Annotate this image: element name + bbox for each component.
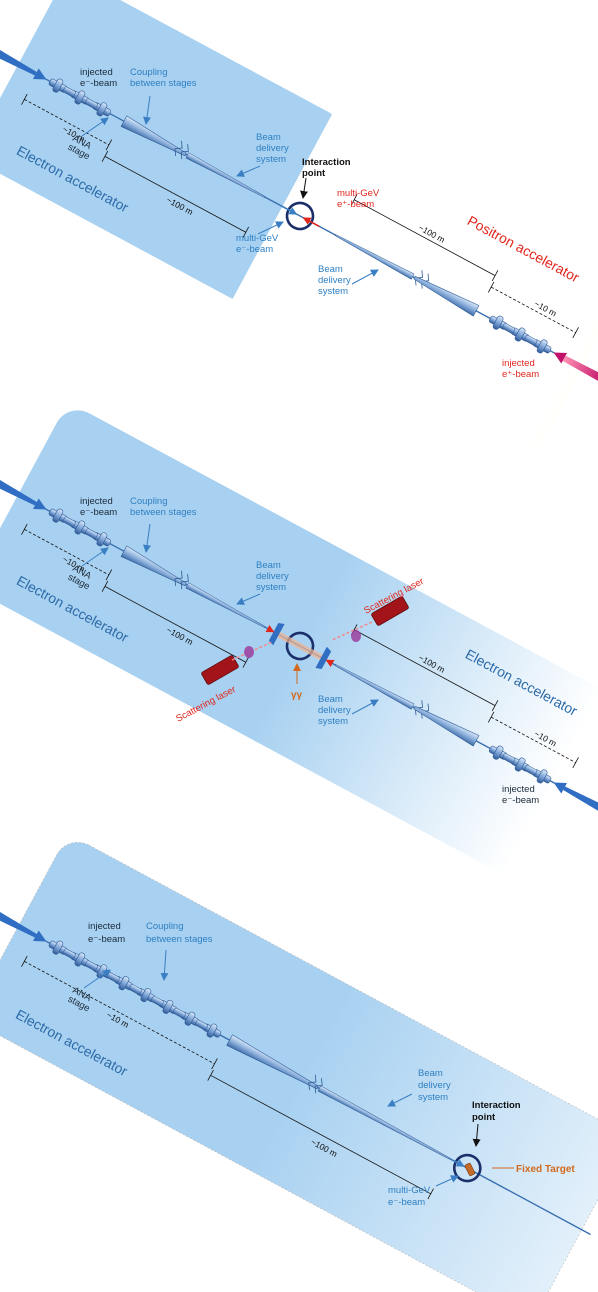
injected-beam-arrow xyxy=(0,48,37,76)
mirror-right xyxy=(315,646,332,670)
panel-collider-positron: ~10 m ~100 m ~100 m ~10 m Electron accel… xyxy=(0,0,598,452)
laser-bottom xyxy=(201,641,273,685)
panel-collider-gamma-gamma: ~10 m ~100 m ~100 m ~10 m Electron accel… xyxy=(0,410,598,882)
fixed-target-label: Fixed Target xyxy=(516,1164,575,1175)
mirror-left xyxy=(268,622,285,646)
electron-region xyxy=(0,842,598,1292)
lens-top xyxy=(351,630,361,642)
laser-top xyxy=(331,596,409,642)
lens-bottom xyxy=(244,646,254,658)
injected-positron-arrow xyxy=(562,355,598,384)
fixed-target-block xyxy=(464,1163,476,1176)
panel-fixed-target: ~10 m ~100 m Electron accelerator xyxy=(0,842,598,1292)
gamma-gamma-label: γγ xyxy=(291,690,303,701)
